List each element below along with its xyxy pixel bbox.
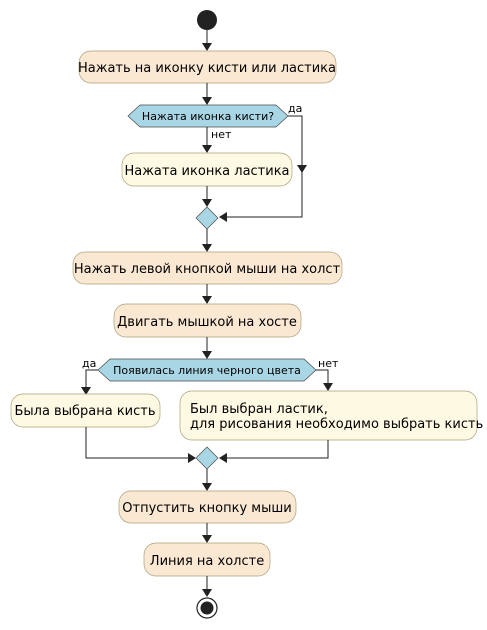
edge-decision-yes-2	[85, 369, 98, 388]
arrowhead	[202, 244, 212, 252]
edge-decision-no-2	[316, 369, 329, 384]
edge-eraser-selected-to-merge	[226, 440, 329, 459]
activity-press-left-mouse: Нажать левой кнопкой мыши на холст	[72, 251, 343, 285]
decision-brush-clicked: Нажата иконка кисти?	[127, 104, 289, 128]
activity-eraser-clicked-text: Нажата иконка ластика	[124, 164, 289, 179]
arrowhead	[202, 97, 212, 105]
activity-release-mouse-text: Отпустить кнопку мыши	[122, 501, 291, 516]
activity-eraser-clicked: Нажата иконка ластика	[121, 152, 293, 187]
activity-brush-selected-text: Была выбрана кисть	[14, 404, 155, 419]
activity-release-mouse: Отпустить кнопку мыши	[118, 490, 297, 524]
activity-eraser-selected-text-line2: для рисования необходимо выбрать кисть	[190, 417, 483, 432]
arrowhead	[202, 483, 212, 491]
branch-label-yes-2: да	[82, 357, 96, 370]
activity-brush-selected: Была выбрана кисть	[10, 393, 161, 428]
arrowhead	[219, 453, 227, 463]
arrowhead	[323, 383, 333, 391]
activity-eraser-selected: Был выбран ластик, для рисования необход…	[179, 390, 483, 441]
branch-label-no-2: нет	[318, 357, 339, 370]
arrowhead	[297, 165, 307, 173]
arrowhead	[202, 145, 212, 153]
activity-click-icon-text: Нажать на иконку кисти или ластика	[78, 61, 336, 76]
activity-click-icon: Нажать на иконку кисти или ластика	[78, 50, 337, 84]
activity-move-mouse: Двигать мышкой на хосте	[113, 303, 302, 338]
edge-brush-selected-to-merge	[85, 427, 189, 459]
merge-node-2	[195, 446, 219, 470]
start-node	[197, 10, 217, 30]
arrowhead	[202, 296, 212, 304]
decision-black-line-text: Появилась линия черного цвета	[113, 364, 301, 377]
end-node	[196, 597, 218, 619]
activity-eraser-selected-text-line1: Был выбран ластик,	[190, 402, 328, 417]
arrowhead	[202, 43, 212, 51]
arrowhead	[219, 212, 227, 222]
arrowhead	[81, 387, 91, 395]
arrowhead	[202, 199, 212, 207]
arrowhead	[202, 589, 212, 597]
activity-line-on-canvas-text: Линия на холсте	[150, 554, 264, 569]
branch-label-yes: да	[288, 102, 302, 115]
activity-move-mouse-text: Двигать мышкой на хосте	[117, 315, 297, 330]
decision-brush-clicked-text: Нажата иконка кисти?	[142, 110, 274, 123]
merge-node-1	[195, 206, 219, 230]
branch-label-no: нет	[211, 128, 232, 141]
activity-press-left-mouse-text: Нажать левой кнопкой мыши на холст	[74, 262, 341, 277]
activity-line-on-canvas: Линия на холсте	[143, 542, 271, 577]
arrowhead	[202, 535, 212, 543]
decision-black-line: Появилась линия черного цвета	[97, 358, 317, 382]
arrowhead	[202, 351, 212, 359]
arrowhead	[188, 453, 196, 463]
